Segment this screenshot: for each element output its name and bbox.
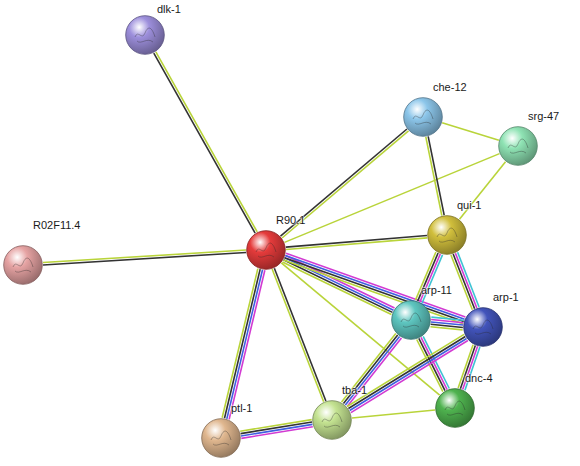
node-circle [498, 126, 538, 166]
evidence-line [43, 252, 246, 265]
interaction-edge [240, 420, 313, 439]
interaction-edge [426, 136, 444, 215]
evidence-line [241, 422, 313, 434]
node-circle [391, 300, 431, 340]
interaction-edge [430, 317, 463, 330]
node-circle [201, 418, 241, 458]
protein-node: arp-11 [391, 300, 431, 340]
protein-label: che-12 [433, 81, 467, 94]
evidence-line [240, 420, 312, 432]
protein-node: qui-1 [427, 215, 467, 255]
interaction-edge [43, 250, 246, 265]
node-circle [246, 230, 286, 270]
interaction-edge [281, 263, 439, 395]
evidence-line [286, 235, 427, 247]
node-circle [3, 245, 43, 285]
node-circle [427, 215, 467, 255]
protein-node: tba-1 [312, 400, 352, 440]
protein-node: R02F11.4 [3, 245, 43, 285]
evidence-line [455, 253, 476, 308]
protein-label: ptl-1 [231, 402, 252, 415]
evidence-line [154, 53, 255, 233]
interaction-edge [451, 252, 479, 309]
evidence-line [43, 250, 246, 263]
evidence-line [453, 254, 474, 309]
protein-node: che-12 [403, 97, 443, 137]
evidence-line [426, 137, 442, 216]
evidence-line [274, 268, 326, 401]
evidence-line [284, 154, 499, 243]
protein-node: dlk-1 [125, 15, 165, 55]
evidence-line [352, 410, 435, 418]
protein-node: dnc-4 [435, 388, 475, 428]
evidence-line [229, 270, 265, 419]
evidence-line [281, 263, 439, 395]
interaction-edge [286, 235, 427, 249]
evidence-line [224, 269, 260, 418]
evidence-line [222, 269, 258, 418]
node-circle [312, 400, 352, 440]
node-circle [435, 388, 475, 428]
protein-label: dnc-4 [465, 372, 493, 385]
interaction-edge [222, 269, 265, 420]
protein-node: srg-47 [498, 126, 538, 166]
interaction-edge [442, 123, 499, 140]
interaction-edge [352, 410, 435, 418]
evidence-line [430, 327, 462, 330]
protein-label: arp-1 [493, 291, 519, 304]
evidence-line [451, 255, 472, 310]
evidence-line [156, 52, 257, 232]
protein-label: arp-11 [421, 284, 452, 297]
interaction-edge [284, 154, 499, 243]
evidence-line [285, 256, 464, 320]
node-circle [403, 97, 443, 137]
evidence-line [286, 253, 465, 317]
evidence-line [286, 238, 427, 250]
evidence-line [227, 270, 263, 419]
protein-label: tba-1 [342, 384, 367, 397]
protein-label: R02F11.4 [33, 219, 81, 232]
evidence-line [417, 339, 443, 391]
protein-node: arp-1 [463, 307, 503, 347]
evidence-line [419, 338, 445, 390]
evidence-line [442, 123, 499, 140]
interaction-edge [342, 333, 402, 406]
protein-label: R90.1 [276, 214, 305, 227]
node-circle [125, 15, 165, 55]
protein-label: qui-1 [457, 199, 481, 212]
evidence-line [272, 269, 324, 402]
protein-node: R90.1 [246, 230, 286, 270]
protein-label: dlk-1 [157, 3, 181, 16]
node-circle [463, 307, 503, 347]
protein-node: ptl-1 [201, 418, 241, 458]
protein-label: srg-47 [528, 110, 559, 123]
evidence-line [428, 136, 444, 215]
interaction-edge [272, 268, 326, 402]
interaction-edge [154, 52, 257, 233]
evidence-line [342, 333, 396, 402]
